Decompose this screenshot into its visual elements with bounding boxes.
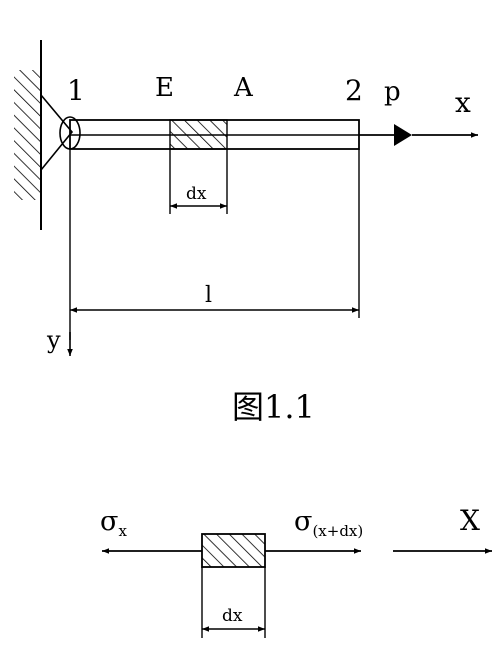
node-2-label: 2 xyxy=(345,74,363,107)
element-block xyxy=(201,533,266,568)
y-axis-label: y xyxy=(46,326,61,354)
X-axis-label: X xyxy=(460,504,480,537)
area-label: A xyxy=(233,73,254,103)
length-label: l xyxy=(205,283,212,308)
dx-label: dx xyxy=(186,184,207,204)
x-axis-label: x xyxy=(455,86,471,119)
node-1-label: 1 xyxy=(67,74,85,107)
figure-caption: 图1.1 xyxy=(232,388,315,426)
dx-dimension: dx xyxy=(169,149,228,214)
force-arrow xyxy=(359,124,412,146)
differential-element xyxy=(169,119,228,150)
sigma-x-dx-label: σ(x+dx) xyxy=(294,506,363,540)
fixed-wall-support xyxy=(14,40,42,230)
sigma-x-label: σx xyxy=(100,506,127,540)
force-label: p xyxy=(384,77,401,107)
figure-1-1: 1 E A 2 p x dx l y 图1.1 xyxy=(14,40,478,426)
figure-element: σx σ(x+dx) X dx xyxy=(100,504,492,638)
length-dimension: l xyxy=(69,149,360,340)
modulus-label: E xyxy=(155,73,174,103)
element-dx-dimension: dx xyxy=(201,567,266,638)
bar xyxy=(69,119,360,150)
element-dx-label: dx xyxy=(222,606,243,626)
